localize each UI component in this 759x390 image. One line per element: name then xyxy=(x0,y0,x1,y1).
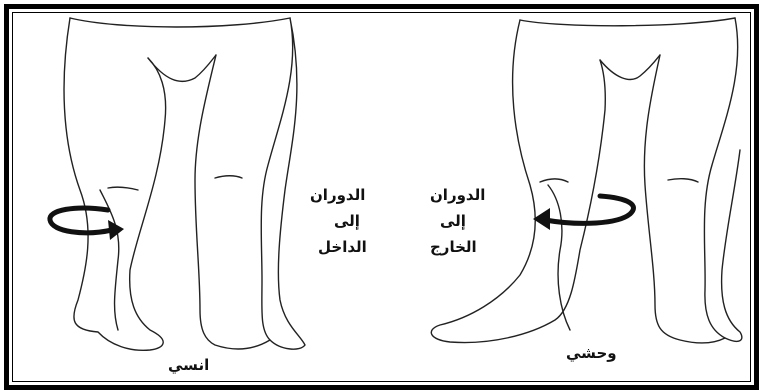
right-leg-outer-rotated xyxy=(431,20,605,343)
right-leg-right-outline xyxy=(704,18,742,341)
left-leg-right-outline xyxy=(261,18,305,349)
right-knee-mark-2 xyxy=(540,179,568,182)
left-leg-right-inner xyxy=(195,55,270,349)
left-knee-mark xyxy=(215,176,242,178)
right-leg-right-inner xyxy=(644,55,725,343)
right-crotch-outline xyxy=(600,55,660,79)
right-figure-caption: وحشي xyxy=(566,344,617,362)
right-legs-drawing xyxy=(431,18,742,343)
outward-rotation-label-line-3: الخارج xyxy=(430,238,477,256)
outward-rotation-label-line-1: الدوران xyxy=(430,186,485,204)
outward-rotation-label-line-2: إلى xyxy=(440,212,466,230)
right-leg-shin-line xyxy=(548,185,570,330)
inward-rotation-label-line-3: الداخل xyxy=(318,238,367,256)
left-knee-mark-2 xyxy=(108,187,138,190)
right-pelvis-outline xyxy=(520,18,735,26)
left-crotch-outline xyxy=(148,55,216,81)
outward-rotation-arrow xyxy=(533,196,633,230)
right-knee-mark xyxy=(668,179,698,182)
inward-rotation-label-line-1: الدوران xyxy=(310,186,365,204)
left-legs-drawing xyxy=(64,18,305,350)
left-figure-caption: انسي xyxy=(168,356,209,374)
left-pelvis-outline xyxy=(70,18,290,27)
inward-rotation-label-line-2: إلى xyxy=(334,212,360,230)
